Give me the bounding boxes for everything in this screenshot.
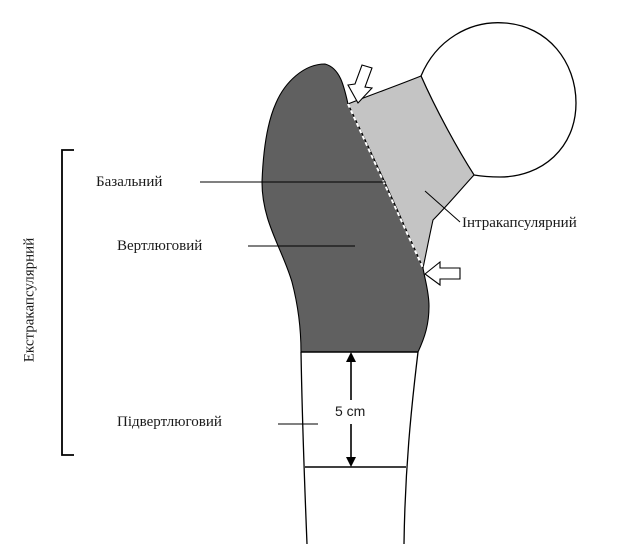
label-basal: Базальний <box>96 175 162 190</box>
label-distance: 5 cm <box>335 404 365 418</box>
label-extracapsular: Екстракапсулярний <box>23 238 38 362</box>
label-subtrochanteric: Підвертлюговий <box>117 415 222 430</box>
label-intracapsular: Інтракапсулярний <box>462 216 577 231</box>
femoral-shaft-outline <box>301 352 418 544</box>
hollow-arrow-bottom <box>425 262 460 285</box>
label-trochanteric: Вертлюговий <box>117 239 202 254</box>
extracapsular-bracket <box>62 150 74 455</box>
